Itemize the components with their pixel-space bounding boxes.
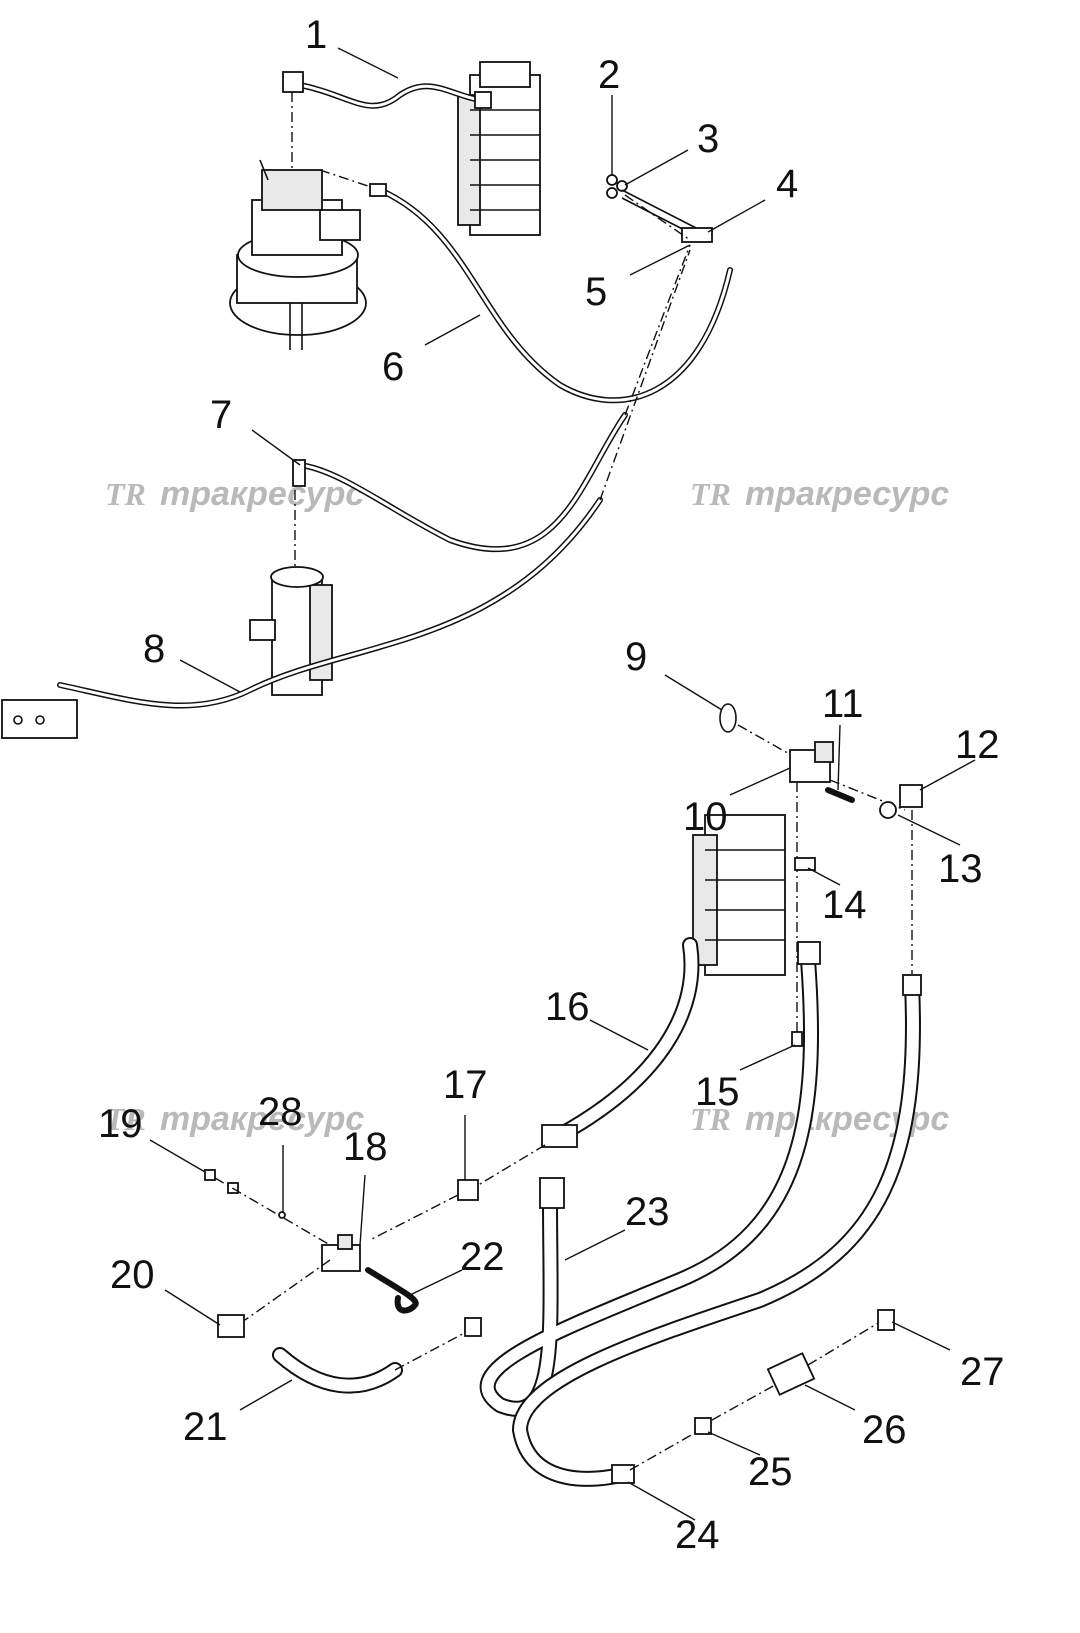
callout-22: 22 — [460, 1235, 505, 1279]
fittings-2-5 — [606, 174, 713, 243]
callout-27: 27 — [960, 1350, 1005, 1394]
watermark-top-right: TR тракресурс — [690, 475, 949, 513]
block-10 — [789, 741, 834, 783]
watermark-text: тракресурс — [160, 475, 364, 513]
callout-18: 18 — [343, 1125, 388, 1169]
hose-1 — [282, 71, 492, 109]
callout-3: 3 — [697, 117, 719, 161]
callout-14: 14 — [822, 883, 867, 927]
watermark-text: тракресурс — [160, 1100, 364, 1138]
hose-23 — [479, 941, 821, 1417]
watermark-logo: TR — [690, 1101, 731, 1137]
callout-15: 15 — [695, 1070, 740, 1114]
fitting-19a — [204, 1169, 216, 1181]
callout-2: 2 — [598, 53, 620, 97]
callout-24: 24 — [675, 1513, 720, 1557]
hose-6 — [369, 183, 733, 404]
callout-20: 20 — [110, 1253, 155, 1297]
swing-motor — [229, 159, 367, 350]
watermark-top-left: TR тракресурс — [105, 475, 364, 513]
callout-13: 13 — [938, 847, 983, 891]
callout-12: 12 — [955, 723, 1000, 767]
callout-21: 21 — [183, 1405, 228, 1449]
fitting-24 — [611, 1464, 635, 1484]
hose-7 — [292, 244, 691, 553]
callout-23: 23 — [625, 1190, 670, 1234]
callout-1: 1 — [305, 13, 327, 57]
watermark-text: тракресурс — [745, 475, 949, 513]
fitting-25 — [694, 1417, 712, 1435]
watermark-text: тракресурс — [745, 1100, 949, 1138]
watermark-logo: TR — [690, 476, 731, 512]
callout-7: 7 — [210, 393, 232, 437]
hose-8 — [1, 249, 691, 739]
bolt-11 — [825, 787, 855, 803]
callout-6: 6 — [382, 345, 404, 389]
coupler-26 — [766, 1352, 816, 1396]
fitting-17 — [457, 1179, 479, 1201]
callout-26: 26 — [862, 1408, 907, 1452]
clamp-14 — [794, 857, 816, 871]
fitting-21-end — [464, 1317, 482, 1337]
hose-to-24 — [511, 974, 922, 1487]
fitting-15 — [791, 1031, 803, 1047]
fitting-20 — [217, 1314, 245, 1338]
callout-17: 17 — [443, 1063, 488, 1107]
ring-28 — [278, 1211, 286, 1219]
valve-18 — [321, 1234, 361, 1272]
leader-lines — [149, 47, 976, 1521]
hook-22 — [365, 1267, 419, 1314]
o-ring-9 — [719, 703, 737, 733]
watermark-bottom-left: TR тракресурс — [105, 1100, 364, 1138]
callout-8: 8 — [143, 627, 165, 671]
watermark-logo: TR — [105, 476, 146, 512]
callout-9: 9 — [625, 635, 647, 679]
callout-19: 19 — [98, 1102, 143, 1146]
elbow-12 — [899, 784, 923, 808]
swivel-joint — [249, 490, 333, 696]
callout-16: 16 — [545, 985, 590, 1029]
callout-28: 28 — [258, 1090, 303, 1134]
control-valve-top — [457, 61, 541, 236]
callout-25: 25 — [748, 1450, 793, 1494]
watermark-logo: TR — [105, 1101, 146, 1137]
hose-21 — [272, 1347, 403, 1394]
callout-4: 4 — [776, 162, 798, 206]
callout-10: 10 — [683, 795, 728, 839]
callout-5: 5 — [585, 270, 607, 314]
callout-numbers: 1 2 3 4 5 6 7 8 9 10 11 12 13 14 15 16 1… — [98, 13, 1005, 1557]
control-valve-lower — [692, 814, 786, 976]
fitting-27 — [877, 1309, 895, 1331]
callout-11: 11 — [822, 682, 864, 726]
fitting-13 — [879, 801, 897, 819]
hose-16 — [541, 937, 700, 1148]
